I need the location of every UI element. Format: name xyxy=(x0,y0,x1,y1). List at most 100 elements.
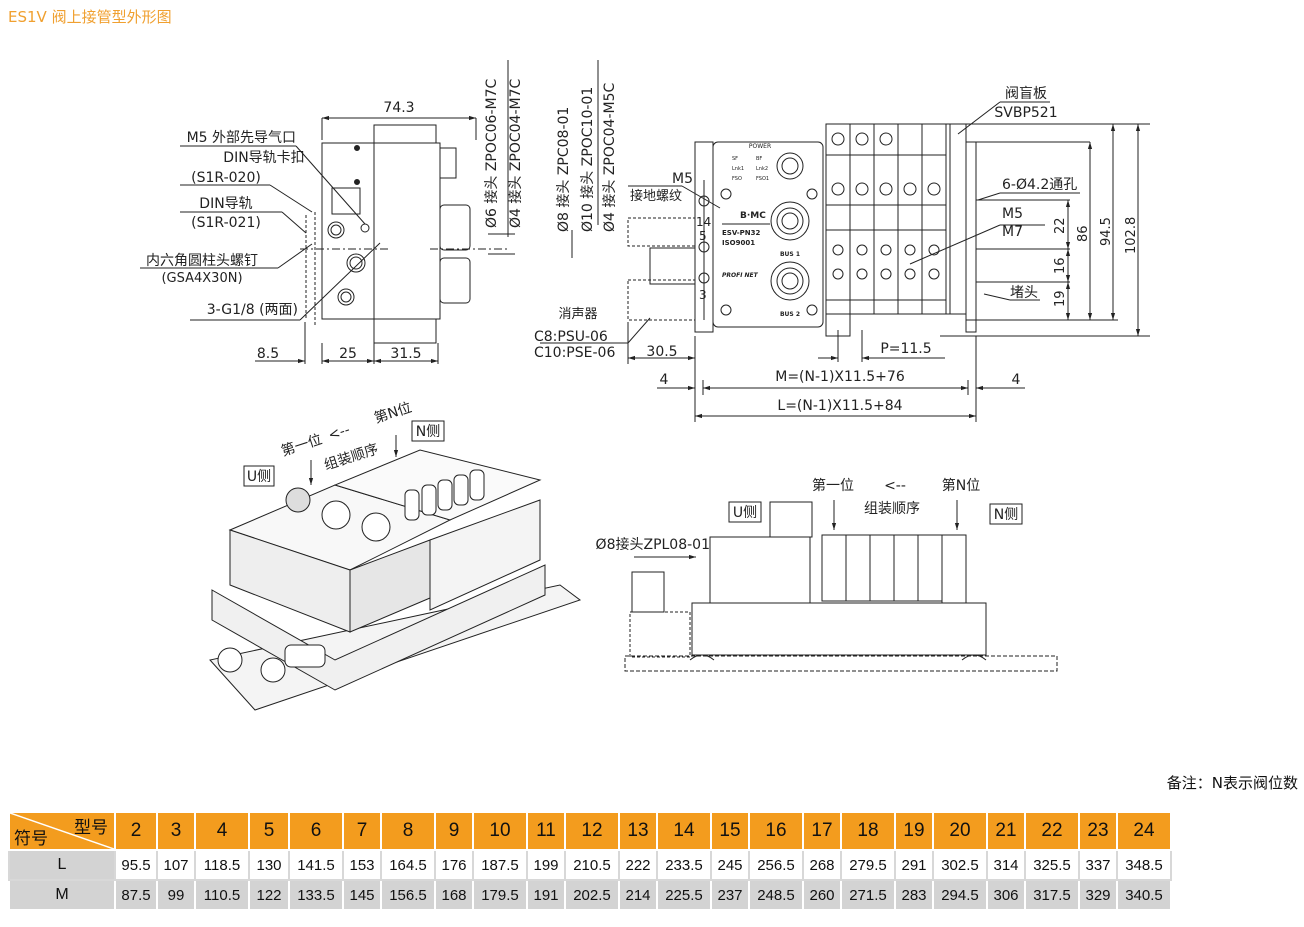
table-cell: 222 xyxy=(618,849,658,881)
header-cell: 7 xyxy=(342,811,382,851)
label-m7-right: M7 xyxy=(1002,224,1023,240)
table-cell: 110.5 xyxy=(194,879,250,911)
label-m5-right: M5 xyxy=(1002,206,1023,222)
bottom-order: 组装顺序 xyxy=(864,501,920,517)
table-cell: 118.5 xyxy=(194,849,250,881)
table-cell: 210.5 xyxy=(564,849,620,881)
dim-74-3: 74.3 xyxy=(383,100,414,116)
dim-edge-left: 4 xyxy=(660,372,669,388)
label-fitting-4: Ø4 接头 ZPOC04-M7C xyxy=(507,78,524,228)
header-cell: 15 xyxy=(710,811,750,851)
label-m5: M5 xyxy=(672,171,693,187)
table-cell: 294.5 xyxy=(932,879,988,911)
iso-view xyxy=(209,449,582,711)
iso-n-side: N侧 xyxy=(416,424,440,440)
header-cell: 10 xyxy=(472,811,528,851)
iso-order: 组装顺序 xyxy=(322,441,380,474)
label-ground: 接地螺纹 xyxy=(630,188,682,204)
header-cell: 9 xyxy=(434,811,474,851)
dim-m-formula: M=(N-1)X11.5+76 xyxy=(775,369,905,385)
dimension-table: 型号 符号 2 3 4 5 6 7 8 9 10 11 12 13 14 15 … xyxy=(8,811,1172,911)
bottom-fitting: Ø8接头ZPL08-01 xyxy=(596,536,710,553)
table-cell: 153 xyxy=(342,849,382,881)
dim-94-5: 94.5 xyxy=(1099,217,1114,246)
iso-nth: 第N位 xyxy=(372,399,414,427)
label-blank-plate: 阀盲板 xyxy=(1005,85,1047,102)
dim-edge-right: 4 xyxy=(1012,372,1021,388)
header-cell: 20 xyxy=(932,811,988,851)
table-cell: 225.5 xyxy=(656,879,712,911)
header-cell: 12 xyxy=(564,811,620,851)
led-fso: FSO xyxy=(732,176,742,182)
led-lnk1: Lnk1 xyxy=(732,166,744,172)
header-cell: 16 xyxy=(748,811,804,851)
label-m5-pilot: M5 外部先导气口 xyxy=(187,130,296,146)
dim-l-formula: L=(N-1)X11.5+84 xyxy=(777,398,902,414)
row-label: L xyxy=(8,849,116,881)
table-cell: 314 xyxy=(986,849,1026,881)
table-cell: 256.5 xyxy=(748,849,804,881)
module-bus1: BUS 1 xyxy=(780,251,800,258)
header-cell: 22 xyxy=(1024,811,1080,851)
front-view xyxy=(540,60,1150,422)
bottom-u-side: U侧 xyxy=(733,505,757,521)
header-cell: 14 xyxy=(656,811,712,851)
label-through-hole: 6-Ø4.2通孔 xyxy=(1002,177,1077,193)
technical-drawing: 74.3 8.5 25 31.5 M5 外部先导气口 DIN导轨卡扣 (S1R-… xyxy=(140,60,1150,711)
dim-16: 16 xyxy=(1053,257,1068,274)
table-cell: 245 xyxy=(710,849,750,881)
label-din-clip-code: (S1R-020) xyxy=(191,170,261,186)
header-cell: 4 xyxy=(194,811,250,851)
label-port-14: 14 xyxy=(696,215,711,229)
header-cell: 19 xyxy=(894,811,934,851)
label-fitting-4-m5c: Ø4 接头 ZPOC04-M5C xyxy=(601,82,618,232)
label-port-3: 3 xyxy=(699,288,707,302)
table-cell: 156.5 xyxy=(380,879,436,911)
dim-8-5: 8.5 xyxy=(257,346,279,362)
table-cell: 199 xyxy=(526,849,566,881)
label-ports: 3-G1/8 (两面) xyxy=(207,302,298,318)
table-cell: 95.5 xyxy=(114,849,158,881)
label-fitting-8: Ø8 接头 ZPC08-01 xyxy=(555,107,572,232)
bottom-first: 第一位 xyxy=(812,477,854,494)
module-profinet: PROFI NET xyxy=(722,272,759,279)
table-cell: 268 xyxy=(802,849,842,881)
iso-u-side: U侧 xyxy=(247,469,271,485)
side-body-right xyxy=(373,142,441,320)
module-model: ESV-PN32 xyxy=(722,229,760,237)
table-cell: 145 xyxy=(342,879,382,911)
side-view-text: 74.3 8.5 25 31.5 M5 外部先导气口 DIN导轨卡扣 (S1R-… xyxy=(146,78,524,362)
dim-22: 22 xyxy=(1053,217,1068,234)
bottom-n-side: N侧 xyxy=(994,507,1018,523)
table-row-l: L 95.5 107 118.5 130 141.5 153 164.5 176… xyxy=(8,849,1172,881)
table-cell: 179.5 xyxy=(472,879,528,911)
table-cell: 164.5 xyxy=(380,849,436,881)
header-cell: 21 xyxy=(986,811,1026,851)
table-cell: 191 xyxy=(526,879,566,911)
table-cell: 107 xyxy=(156,849,196,881)
led-lnk2: Lnk2 xyxy=(756,166,768,172)
table-row-m: M 87.5 99 110.5 122 133.5 145 156.5 168 … xyxy=(8,879,1172,911)
led-bf: BF xyxy=(756,156,762,162)
table-cell: 279.5 xyxy=(840,849,896,881)
table-cell: 306 xyxy=(986,879,1026,911)
label-din-rail-code: (S1R-021) xyxy=(191,215,261,231)
label-din-clip: DIN导轨卡扣 xyxy=(223,150,304,166)
label-fitting-10: Ø10 接头 ZPOC10-01 xyxy=(579,87,596,232)
dim-86: 86 xyxy=(1076,225,1091,242)
header-cell: 3 xyxy=(156,811,196,851)
header-cell: 17 xyxy=(802,811,842,851)
led-fso1: FSO1 xyxy=(756,176,769,182)
table-cell: 202.5 xyxy=(564,879,620,911)
header-cell: 5 xyxy=(248,811,290,851)
table-cell: 214 xyxy=(618,879,658,911)
table-cell: 283 xyxy=(894,879,934,911)
label-silencer-c10: C10:PSE-06 xyxy=(534,345,615,361)
label-hex-screw: 内六角圆柱头螺钉 xyxy=(146,253,258,269)
table-cell: 187.5 xyxy=(472,849,528,881)
header-cell: 11 xyxy=(526,811,566,851)
table-cell: 317.5 xyxy=(1024,879,1080,911)
header-cell: 6 xyxy=(288,811,344,851)
table-cell: 302.5 xyxy=(932,849,988,881)
dim-102-8: 102.8 xyxy=(1124,217,1139,254)
